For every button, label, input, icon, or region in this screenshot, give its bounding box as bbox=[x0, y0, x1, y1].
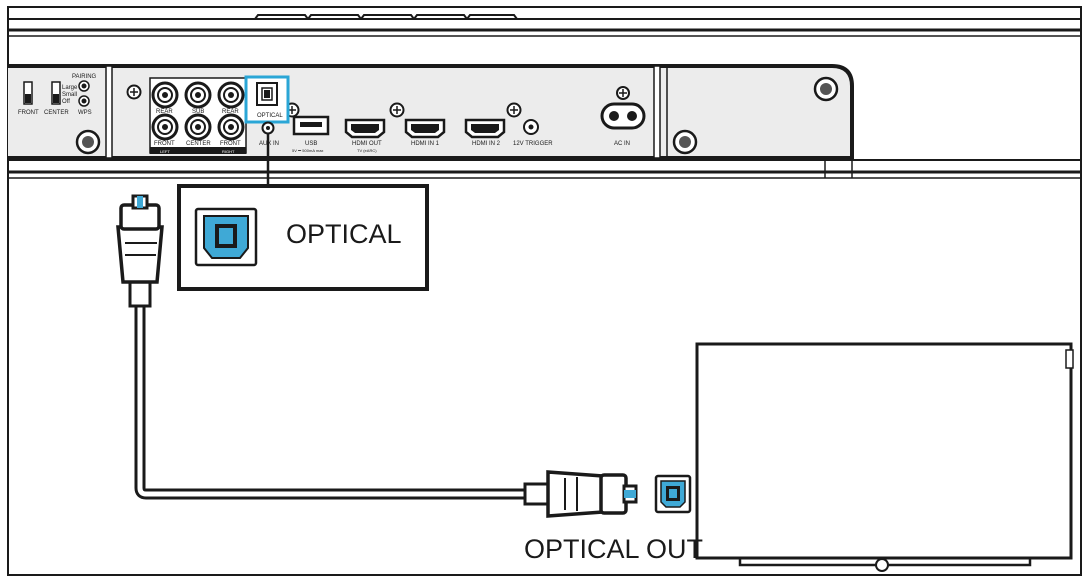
wps-label: WPS bbox=[78, 110, 92, 116]
panel-screw bbox=[75, 129, 101, 155]
optical-input-port[interactable]: OPTICAL bbox=[244, 75, 290, 124]
rear-right-label: REAR bbox=[222, 109, 239, 115]
hdmi-in-2-label: HDMI IN 2 bbox=[472, 141, 501, 147]
center-switch bbox=[51, 81, 61, 105]
optical-port-icon bbox=[194, 207, 258, 267]
cable-plug-right bbox=[523, 470, 638, 518]
hdmi-in-1-port[interactable]: HDMI IN 1 bbox=[404, 118, 446, 147]
cable-plug-top bbox=[116, 194, 164, 308]
usb-port[interactable]: USB 5V ⎓ 500mA max bbox=[292, 115, 330, 153]
hdmi-in-1-label: HDMI IN 1 bbox=[411, 141, 440, 147]
rca-jack-center[interactable] bbox=[184, 113, 212, 141]
optical-port-label: OPTICAL bbox=[257, 113, 283, 119]
rear-left-label: REAR bbox=[156, 109, 173, 115]
front-switch-label: FRONT bbox=[18, 110, 39, 116]
tv-side-button bbox=[1065, 349, 1074, 369]
rca-jack-front-left[interactable] bbox=[151, 113, 179, 141]
panel-screw bbox=[672, 129, 698, 155]
trigger-label: 12V TRIGGER bbox=[513, 141, 553, 147]
pairing-button[interactable] bbox=[78, 80, 90, 92]
trigger-port[interactable]: 12V TRIGGER bbox=[513, 119, 553, 147]
center-switch-label: CENTER bbox=[44, 110, 69, 116]
off-label: Off bbox=[62, 99, 70, 105]
ac-in-port[interactable]: AC IN bbox=[600, 86, 646, 147]
usb-label: USB bbox=[305, 141, 317, 147]
front-left-label: FRONT bbox=[154, 141, 175, 147]
speaker-switches: FRONT CENTER Large Small Off PAIRING WPS bbox=[18, 74, 97, 116]
front-right-label: FRONT bbox=[220, 141, 241, 147]
mount-screw bbox=[506, 102, 522, 118]
tv-body bbox=[695, 342, 1073, 560]
front-switch bbox=[23, 81, 33, 105]
right-channel-label: RIGHT bbox=[222, 149, 235, 154]
hdmi-out-sub-label: TV (eARC) bbox=[357, 148, 377, 153]
pairing-label: PAIRING bbox=[72, 74, 97, 80]
tv-optical-out-port[interactable] bbox=[654, 474, 692, 514]
hdmi-out-port[interactable]: HDMI OUT TV (eARC) bbox=[344, 118, 386, 153]
hdmi-in-2-port[interactable]: HDMI IN 2 bbox=[464, 118, 506, 147]
hdmi-out-label: HDMI OUT bbox=[352, 141, 382, 147]
rca-jack-front-right[interactable] bbox=[217, 113, 245, 141]
large-label: Large bbox=[62, 85, 78, 91]
callout-optical-label: OPTICAL bbox=[286, 219, 402, 249]
usb-spec-label: 5V ⎓ 500mA max bbox=[292, 148, 323, 153]
sub-label: SUB bbox=[192, 109, 204, 115]
panel-screw bbox=[813, 76, 839, 102]
wps-button[interactable] bbox=[78, 95, 90, 107]
mount-screw bbox=[126, 84, 142, 100]
center-label: CENTER bbox=[186, 141, 211, 147]
soundbar-back-panel: FRONT CENTER Large Small Off PAIRING WPS… bbox=[8, 14, 1081, 179]
rca-jack-sub[interactable] bbox=[184, 81, 212, 109]
small-label: Small bbox=[62, 92, 77, 98]
optical-callout: OPTICAL bbox=[177, 134, 429, 291]
tv-device: OPTICAL OUT bbox=[524, 342, 1074, 572]
ac-in-label: AC IN bbox=[614, 141, 630, 147]
rca-jack-block: REAR SUB REAR FRONT CENTER FRONT LEFT RI… bbox=[149, 77, 247, 154]
top-vent-tabs bbox=[254, 14, 518, 20]
optical-cable bbox=[116, 194, 638, 518]
left-channel-label: LEFT bbox=[160, 149, 170, 154]
tv-optical-out-label: OPTICAL OUT bbox=[524, 534, 703, 564]
rca-jack-rear-left[interactable] bbox=[151, 81, 179, 109]
rca-jack-rear-right[interactable] bbox=[217, 81, 245, 109]
mount-screw bbox=[389, 102, 405, 118]
